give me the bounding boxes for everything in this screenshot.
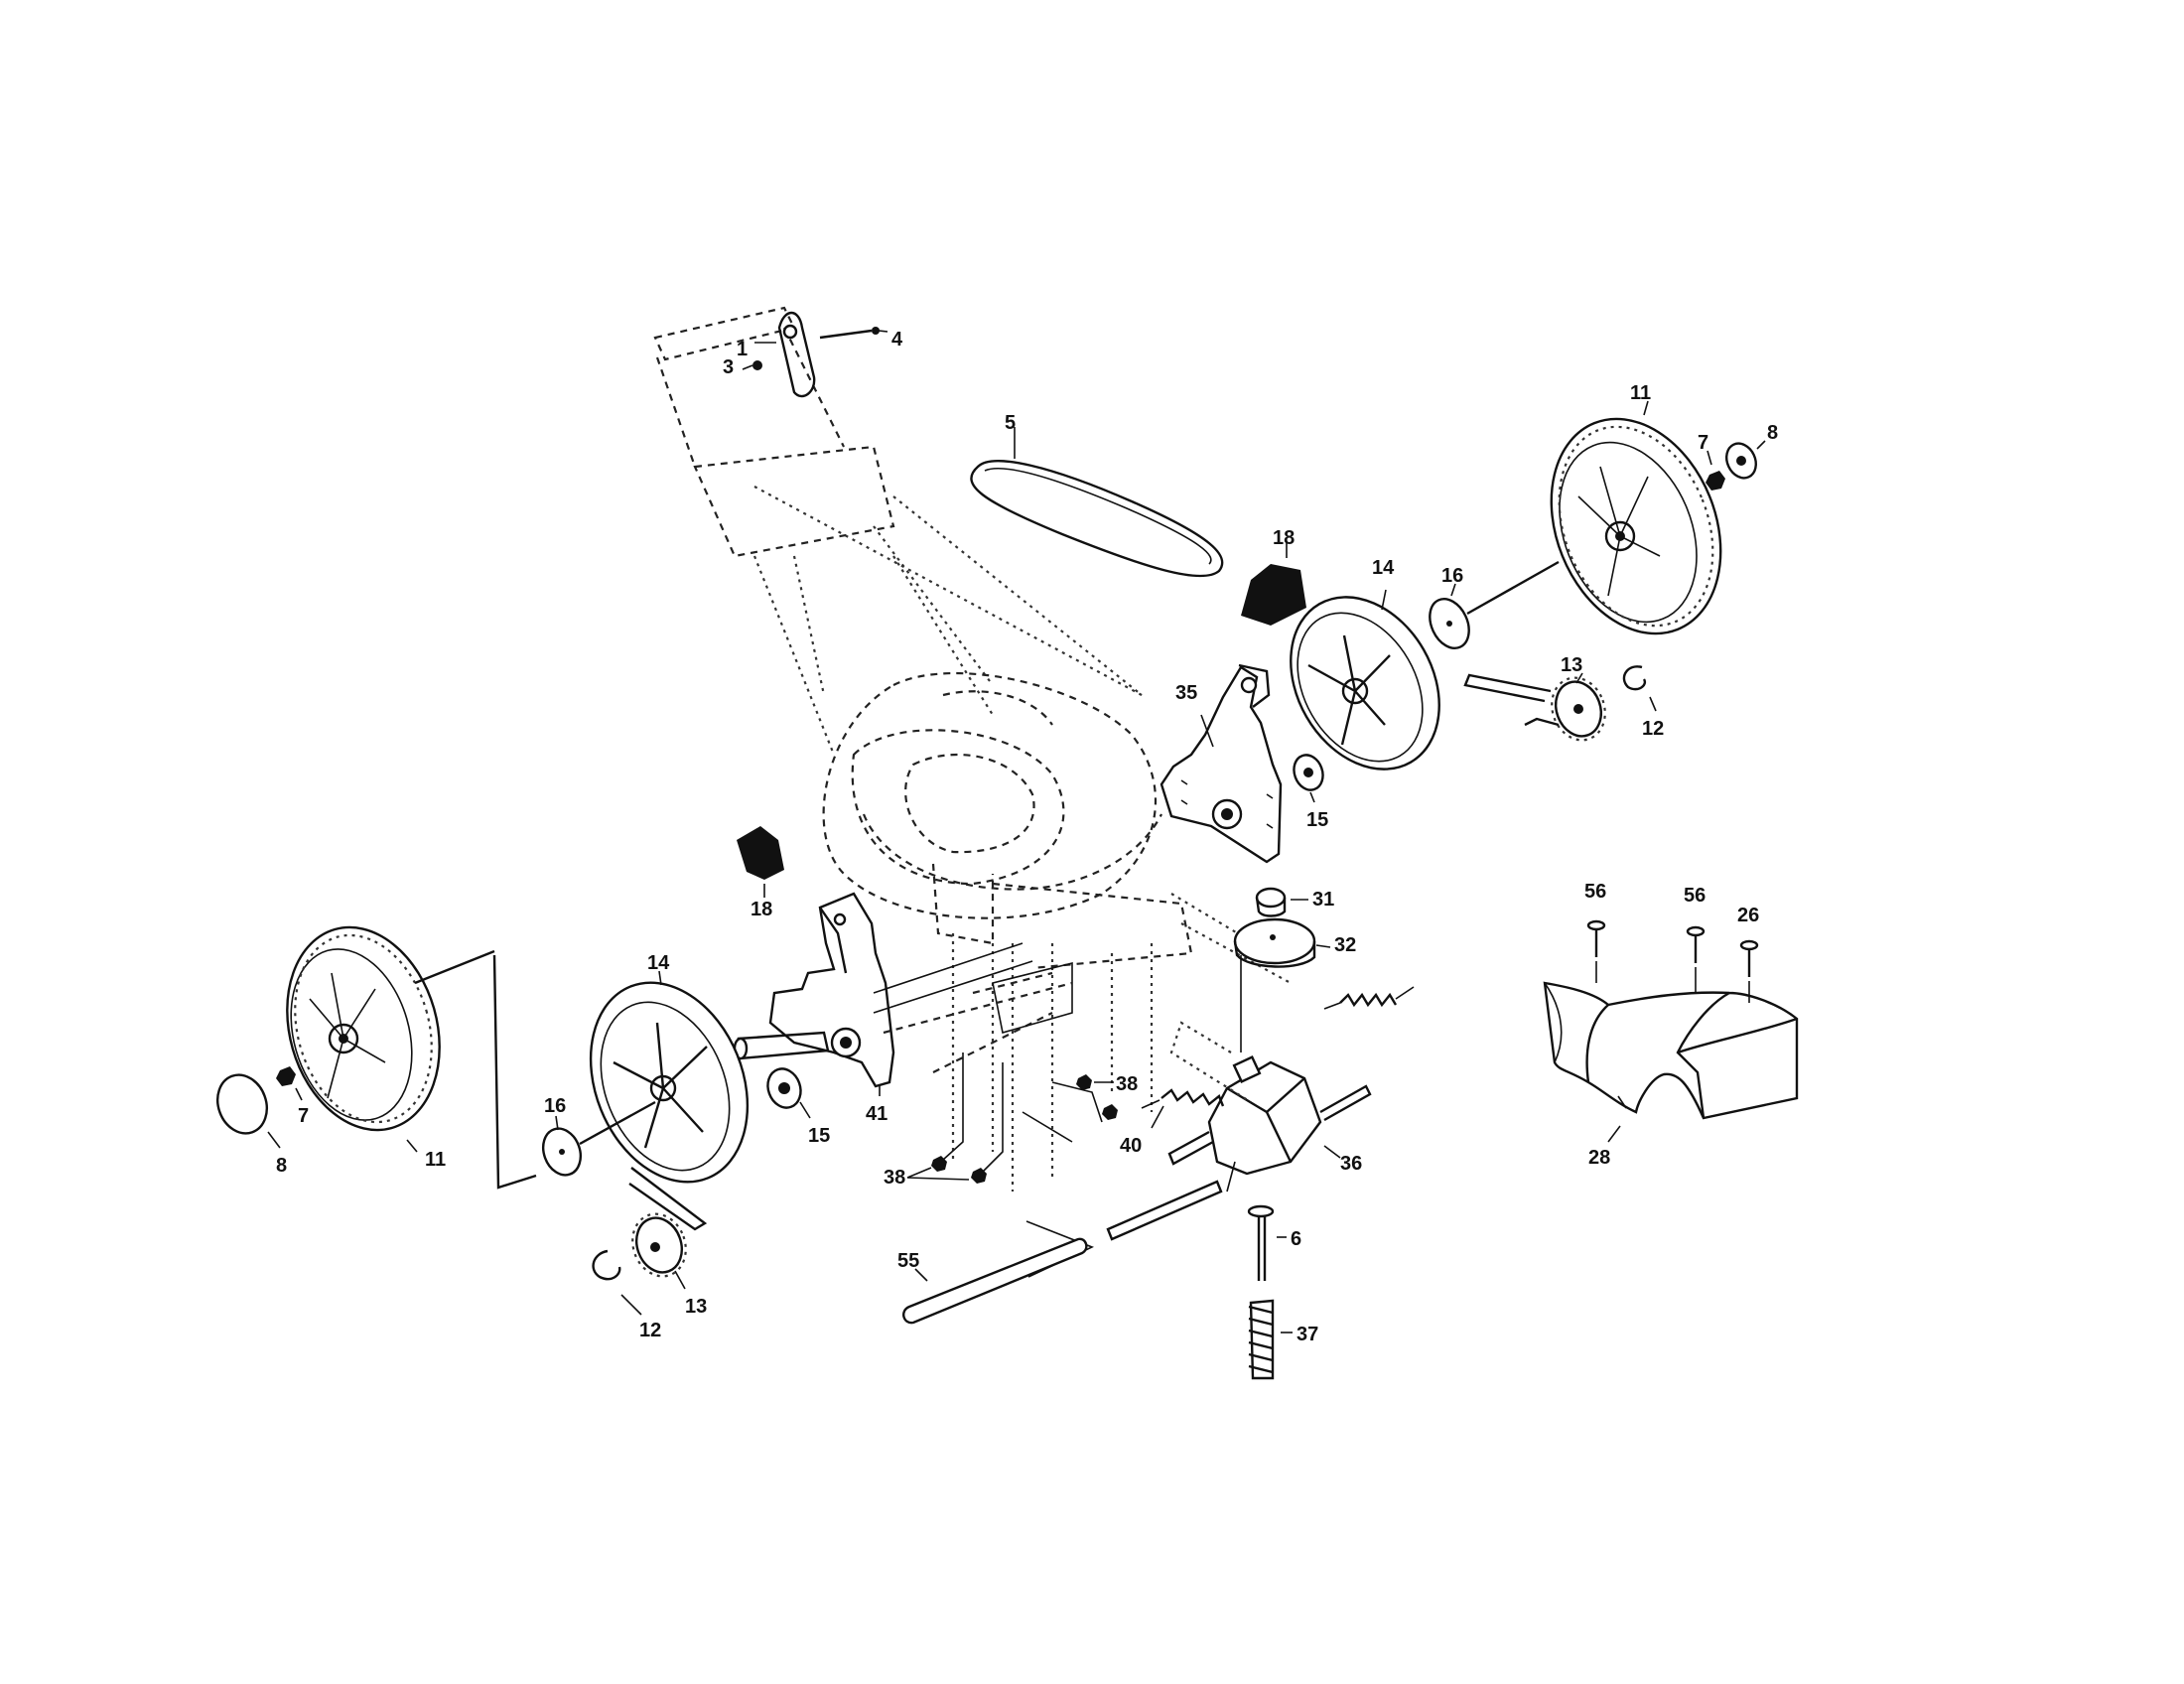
callout-56-a: 56 bbox=[1584, 881, 1606, 903]
callout-14-right: 14 bbox=[1372, 557, 1395, 579]
callout-8-left: 8 bbox=[276, 1155, 287, 1177]
callout-15-left: 15 bbox=[808, 1125, 830, 1147]
right-hub-nut-and-cap bbox=[1706, 440, 1766, 491]
callout-11-right: 11 bbox=[1630, 382, 1651, 404]
locknuts bbox=[906, 1052, 1118, 1184]
pivot-bolt-and-spring bbox=[1247, 1204, 1293, 1380]
callout-7-left: 7 bbox=[298, 1105, 309, 1127]
callout-31: 31 bbox=[1312, 889, 1334, 911]
left-washer bbox=[414, 949, 656, 1190]
callout-38-a: 38 bbox=[1116, 1073, 1138, 1095]
callout-13-left: 13 bbox=[685, 1296, 707, 1318]
callout-8-right: 8 bbox=[1767, 422, 1778, 444]
callout-4: 4 bbox=[891, 329, 903, 351]
callout-55: 55 bbox=[897, 1250, 919, 1272]
callout-14-left: 14 bbox=[647, 952, 670, 974]
callout-32: 32 bbox=[1334, 934, 1356, 956]
callout-36: 36 bbox=[1340, 1153, 1362, 1175]
callout-11-left: 11 bbox=[425, 1149, 446, 1171]
right-adjuster-bracket bbox=[1160, 663, 1283, 864]
callout-6: 6 bbox=[1291, 1228, 1301, 1250]
left-hub-nut-and-cap bbox=[216, 1066, 303, 1149]
left-adjuster-bracket bbox=[733, 892, 895, 1096]
callout-13-right: 13 bbox=[1561, 654, 1582, 676]
right-bushing bbox=[1293, 754, 1324, 803]
rear-deflector bbox=[1543, 919, 1799, 1143]
callout-26: 26 bbox=[1737, 905, 1759, 926]
tension-springs bbox=[1141, 986, 1415, 1129]
callout-5: 5 bbox=[1005, 412, 1016, 434]
deflector-screws bbox=[1586, 919, 1759, 1003]
left-drive-gear bbox=[592, 1167, 708, 1316]
phantom-mower-outline bbox=[653, 306, 1292, 1192]
callout-38-b: 38 bbox=[884, 1167, 905, 1189]
drive-belt bbox=[970, 427, 1224, 578]
callout-18-upper: 18 bbox=[1273, 527, 1295, 549]
right-wheel-cover bbox=[1290, 589, 1440, 771]
right-rear-wheel bbox=[1550, 400, 1722, 635]
left-wheel-cover bbox=[589, 970, 750, 1184]
left-axle-lines bbox=[873, 942, 1073, 1035]
callout-40: 40 bbox=[1120, 1135, 1142, 1157]
drive-rod bbox=[902, 1237, 1088, 1325]
callout-37: 37 bbox=[1297, 1324, 1318, 1345]
left-rear-wheel bbox=[286, 925, 441, 1153]
callout-3: 3 bbox=[723, 356, 734, 378]
callout-12-left: 12 bbox=[639, 1320, 661, 1341]
callout-15-right: 15 bbox=[1306, 809, 1328, 831]
callout-labels: 1 3 4 5 11 7 8 18 14 16 13 12 35 15 18 3… bbox=[276, 329, 1778, 1345]
callout-12-right: 12 bbox=[1642, 718, 1664, 740]
callout-1: 1 bbox=[737, 339, 748, 360]
callout-35: 35 bbox=[1175, 682, 1197, 704]
transmission-plug-and-cover bbox=[1233, 887, 1331, 1052]
right-washer bbox=[1429, 560, 1560, 649]
transmission-gearbox bbox=[1022, 1021, 1372, 1278]
callout-18-lower: 18 bbox=[751, 899, 772, 920]
callout-28: 28 bbox=[1588, 1147, 1610, 1169]
handle-bracket-assembly bbox=[742, 311, 888, 398]
callout-16-right: 16 bbox=[1441, 565, 1463, 587]
left-bushing bbox=[766, 1067, 811, 1119]
callout-7-right: 7 bbox=[1698, 432, 1708, 454]
callout-16-left: 16 bbox=[544, 1095, 566, 1117]
upper-wheel-pad bbox=[1241, 541, 1306, 626]
callout-56-b: 56 bbox=[1684, 885, 1706, 907]
right-drive-gear bbox=[1463, 665, 1657, 742]
callout-41: 41 bbox=[866, 1103, 887, 1125]
lower-wheel-pad bbox=[737, 826, 784, 898]
